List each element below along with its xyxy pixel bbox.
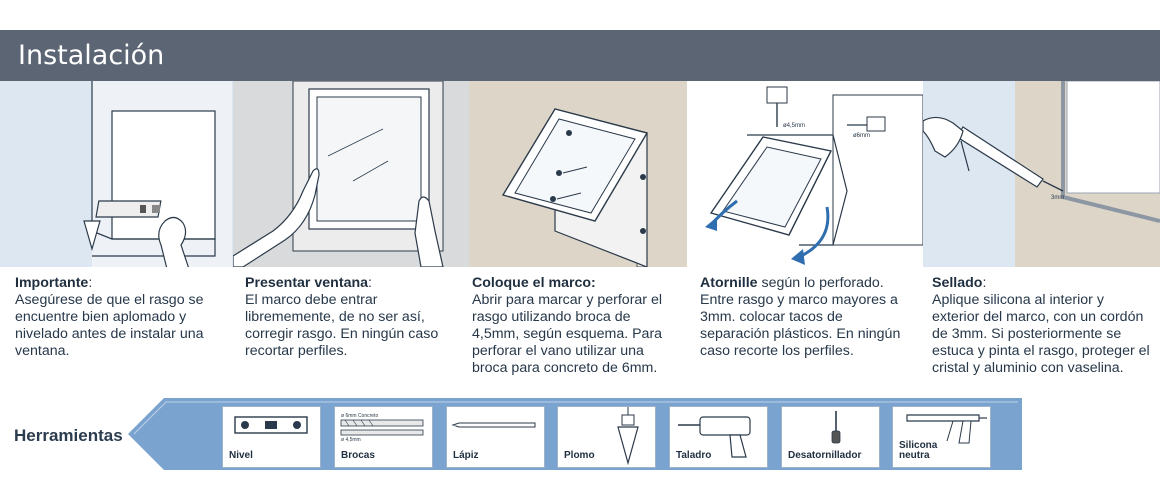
step-text: El marco debe entrar librememente, de no… (245, 292, 439, 359)
drill-bit-small-label: ø4,5mm (783, 123, 805, 129)
caulk-gun-icon (906, 414, 987, 444)
illustration-seal: 3mm (923, 81, 1160, 267)
tool-name: Lápiz (453, 450, 479, 461)
tool-name: Desatornillador (788, 450, 862, 461)
step-label-colon: : (368, 275, 372, 291)
step-place-frame: Coloque el marco: Abrir para marcar y pe… (472, 275, 680, 377)
tool-plumb: Plomo (557, 406, 656, 468)
step-label: Importante (15, 275, 89, 291)
step-text: según lo perforado. Entre rasgo y marco … (700, 275, 901, 359)
illustration-present-window (233, 81, 469, 267)
step-text: Aplique silicona al interior y exterior … (932, 292, 1150, 376)
tools-title: Herramientas (14, 426, 123, 445)
tool-level: Nivel (222, 406, 321, 468)
step-text: Abrir para marcar y perforar el rasgo ut… (472, 292, 663, 376)
illustration-place-frame (469, 81, 687, 267)
step-label-colon: : (88, 275, 93, 291)
drill-bits-icon: ø 6mm Concreto ø 4,5mm (340, 413, 424, 443)
illustration-screw: ø4,5mm ø6mm (687, 81, 923, 267)
screwdriver-icon (831, 411, 841, 444)
tool-drill-bits: ø 6mm Concreto ø 4,5mm Brocas (334, 406, 433, 468)
step-label: Sellado (932, 275, 983, 291)
drill-bit-note: ø 4,5mm (341, 437, 361, 443)
step-label-colon: : (982, 275, 987, 291)
tool-name-line2: neutra (899, 450, 930, 461)
plumb-bob-icon (617, 407, 639, 466)
step-label: Coloque el marco: (472, 275, 596, 291)
tool-name: Plomo (564, 450, 595, 461)
drill-bit-note: ø 6mm Concreto (341, 413, 378, 419)
tool-name-line1: Silicona (899, 440, 938, 451)
pencil-icon (451, 422, 536, 428)
step-label: Presentar ventana (245, 275, 369, 291)
drill-bit-large-label: ø6mm (853, 133, 870, 139)
step-screw: Atornille según lo perforado. Entre rasg… (700, 275, 915, 360)
tool-name: Taladro (676, 450, 712, 461)
level-icon (234, 416, 308, 434)
tool-drill: Taladro (669, 406, 768, 468)
step-important: Importante: Asegúrese de que el rasgo se… (15, 275, 220, 360)
page-title: Instalación (18, 40, 165, 71)
tool-pencil: Lápiz (446, 406, 545, 468)
drill-icon (678, 416, 751, 458)
step-seal: Sellado: Aplique silicona al interior y … (932, 275, 1154, 377)
section-header: Instalación (0, 30, 1160, 81)
tool-name: Brocas (341, 450, 375, 461)
step-text: Asegúrese de que el rasgo se encuentre b… (15, 292, 204, 359)
bead-label: 3mm (1051, 195, 1064, 201)
tool-name: Nivel (229, 450, 253, 461)
step-label: Atornille (700, 275, 758, 291)
step-present-window: Presentar ventana: El marco debe entrar … (245, 275, 455, 360)
illustration-important (0, 81, 233, 267)
tool-screwdriver: Desatornillador (781, 406, 880, 468)
